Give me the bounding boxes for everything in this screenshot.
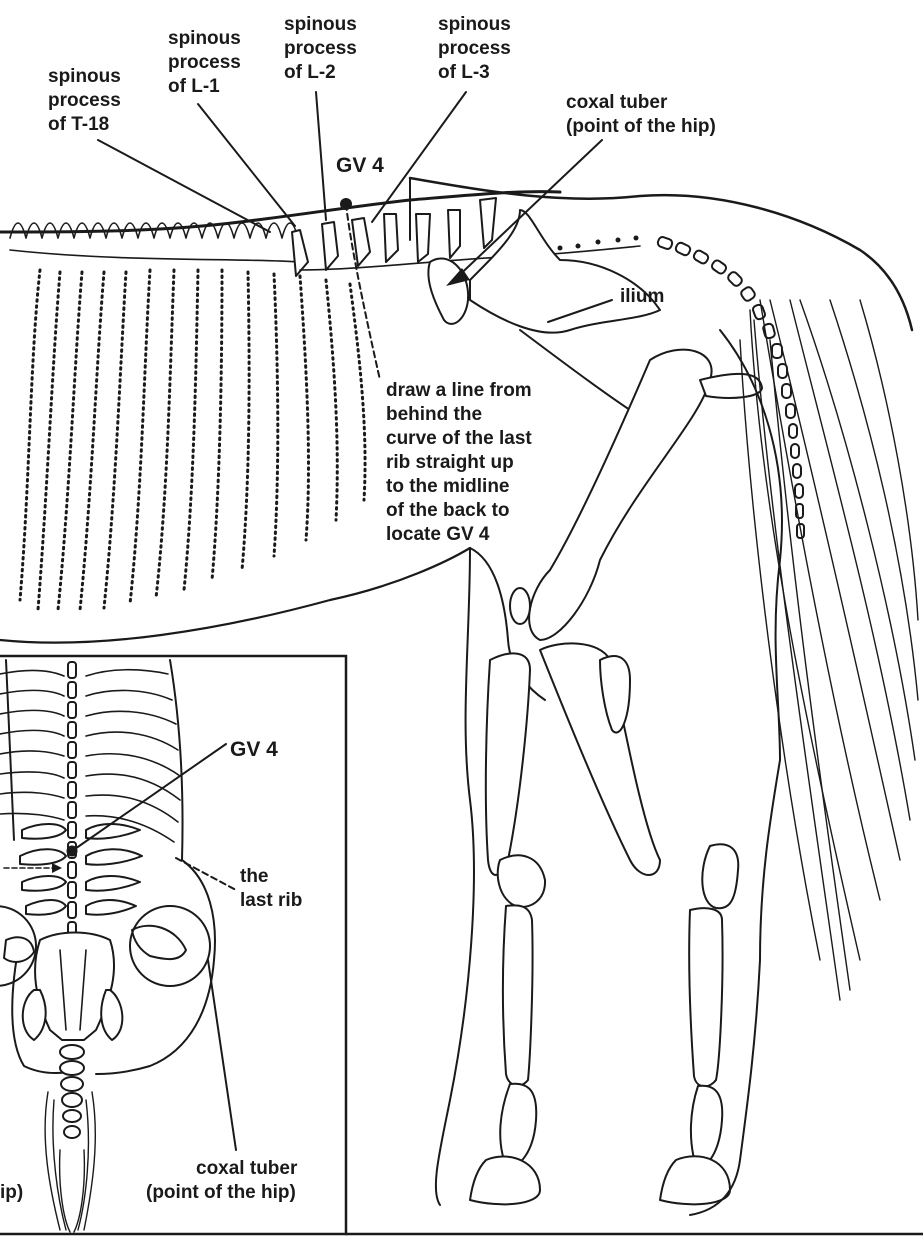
- pastern-right: [691, 1086, 722, 1167]
- tail-hair: [740, 300, 918, 1000]
- svg-text:coxal tuber: coxal tuber: [196, 1158, 298, 1179]
- femur: [529, 350, 711, 640]
- svg-text:spinous: spinous: [438, 14, 511, 35]
- svg-text:spinous: spinous: [168, 28, 241, 49]
- svg-text:curve of the last: curve of the last: [386, 428, 532, 449]
- label-spinous-l3: spinous process of L-3: [438, 14, 511, 83]
- svg-text:of L-3: of L-3: [438, 62, 490, 83]
- svg-text:of T-18: of T-18: [48, 114, 109, 135]
- label-spinous-l2: spinous process of L-2: [284, 14, 357, 83]
- sacral-dots: [558, 236, 639, 251]
- inset-dorsal-view: [0, 656, 346, 1234]
- label-coxal-tuber-side: coxal tuber (point of the hip): [566, 92, 716, 137]
- svg-text:spinous: spinous: [48, 66, 121, 87]
- svg-text:process: process: [438, 38, 511, 59]
- hock-right: [702, 844, 738, 908]
- svg-text:of L-2: of L-2: [284, 62, 336, 83]
- svg-text:process: process: [168, 52, 241, 73]
- patella: [510, 588, 530, 624]
- svg-text:locate GV 4: locate GV 4: [386, 524, 490, 545]
- hoof-left: [470, 1157, 540, 1205]
- svg-text:coxal tuber: coxal tuber: [566, 92, 668, 113]
- label-coxal-tuber-inset-cut: ip): [0, 1182, 23, 1203]
- hock-left: [498, 855, 545, 906]
- svg-text:last rib: last rib: [240, 890, 302, 911]
- svg-text:process: process: [48, 90, 121, 111]
- far-tibia: [486, 653, 530, 875]
- svg-text:behind the: behind the: [386, 404, 482, 425]
- label-spinous-l1: spinous process of L-1: [168, 28, 241, 97]
- svg-text:spinous: spinous: [284, 14, 357, 35]
- svg-text:process: process: [284, 38, 357, 59]
- svg-text:the: the: [240, 866, 269, 887]
- cannon-left: [503, 905, 533, 1085]
- svg-text:to the midline: to the midline: [386, 476, 510, 497]
- svg-text:of the back to: of the back to: [386, 500, 510, 521]
- label-spinous-t18: spinous process of T-18: [48, 66, 121, 135]
- hip-joint: [700, 374, 762, 398]
- label-instruction: draw a line from behind the curve of the…: [386, 380, 532, 545]
- hoof-right: [660, 1156, 730, 1204]
- svg-text:(point of the hip): (point of the hip): [566, 116, 716, 137]
- label-gv4-inset: GV 4: [230, 738, 278, 761]
- svg-text:of L-1: of L-1: [168, 76, 220, 97]
- pastern-left: [500, 1084, 536, 1167]
- svg-text:draw a line from: draw a line from: [386, 380, 532, 401]
- cannon-right: [689, 908, 722, 1086]
- svg-text:(point of the hip): (point of the hip): [146, 1182, 296, 1203]
- ribs-dotted: [20, 270, 365, 610]
- label-ilium: ilium: [620, 286, 664, 307]
- svg-text:rib straight up: rib straight up: [386, 452, 514, 473]
- label-gv4-side: GV 4: [336, 154, 384, 177]
